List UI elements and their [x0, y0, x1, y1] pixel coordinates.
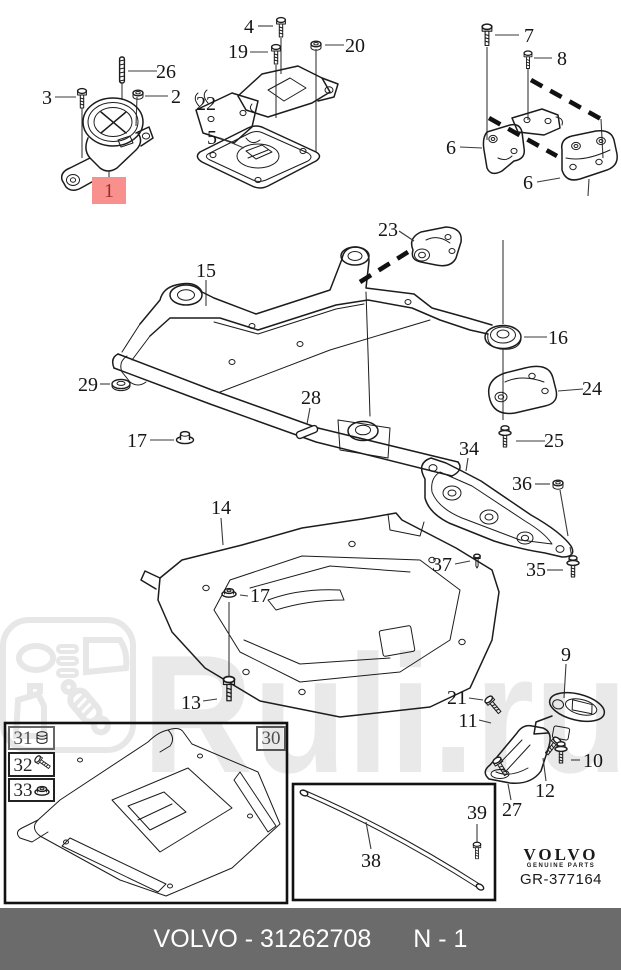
callout-26: 26	[156, 61, 176, 83]
brand-block: VOLVO GENUINE PARTS GR-377164	[505, 845, 617, 890]
volvo-logo: VOLVO	[523, 845, 599, 864]
callout-2: 2	[171, 86, 181, 108]
callout-21: 21	[447, 687, 467, 709]
legend-item-31-label: 31	[14, 728, 33, 749]
callout-37: 37	[432, 554, 452, 576]
callout-6a: 6	[446, 137, 456, 159]
legend-item-33-label: 33	[14, 780, 33, 801]
footer-part-number: VOLVO - 31262708	[153, 924, 372, 953]
legend-panel-label: 30	[262, 728, 281, 749]
callout-35: 35	[526, 559, 546, 581]
watermark: Ruli.ru	[0, 617, 621, 808]
callout-3: 3	[42, 87, 52, 109]
callout-13: 13	[181, 692, 201, 714]
genuine-parts-tagline: GENUINE PARTS	[526, 863, 596, 869]
callout-7: 7	[524, 25, 534, 47]
legend-panel: 30 31 32 33	[3, 721, 289, 905]
callout-28: 28	[301, 387, 321, 409]
screw-icon	[33, 754, 53, 771]
callout-39: 39	[467, 802, 487, 824]
watermark-text: Ruli.ru	[142, 620, 621, 808]
legend-cover-plate-drawing	[16, 728, 281, 897]
footer-bar: VOLVO - 31262708 N - 1	[0, 908, 621, 970]
diagram-canvas: Ruli.ru	[0, 16, 621, 905]
callout-29: 29	[78, 374, 98, 396]
callout-25: 25	[544, 430, 564, 452]
callout-labels: 1 2 3 4 5 6 6 7 8 9 10 11 12 13 14 15 16…	[42, 16, 603, 872]
callout-27: 27	[502, 799, 522, 821]
callout-8: 8	[557, 48, 567, 70]
callout-34: 34	[459, 438, 479, 460]
skid-plate-drawing	[420, 457, 580, 578]
callout-24: 24	[582, 378, 602, 400]
callout-1-highlighted[interactable]: 1	[104, 180, 114, 202]
footer-page-number: N - 1	[413, 924, 468, 953]
underbody-cover-drawing	[140, 512, 500, 718]
callout-19: 19	[228, 41, 248, 63]
flange-nut-icon	[34, 785, 50, 796]
callout-17a: 17	[127, 430, 147, 452]
callout-22: 22	[196, 93, 216, 115]
callout-10: 10	[583, 750, 603, 772]
mount-bracket-drawing	[481, 23, 618, 197]
legend-item-32-label: 32	[14, 755, 33, 776]
callout-9: 9	[561, 644, 571, 666]
callout-20: 20	[345, 35, 365, 57]
callout-17b: 17	[250, 585, 270, 607]
callout-4: 4	[244, 16, 254, 38]
subframe-drawing	[100, 226, 584, 477]
torque-rod-drawing	[468, 663, 606, 801]
stay-rod-panel	[291, 782, 497, 902]
callout-23: 23	[378, 219, 398, 241]
callout-5: 5	[207, 127, 217, 149]
highlight-box[interactable]	[92, 177, 126, 204]
gearbox-mount-drawing	[194, 16, 339, 189]
engine-mount-drawing	[60, 56, 154, 191]
callout-6b: 6	[523, 172, 533, 194]
callout-14: 14	[211, 497, 231, 519]
callout-38: 38	[361, 850, 381, 872]
callout-36: 36	[512, 473, 532, 495]
graphic-reference-code: GR-377164	[519, 871, 603, 888]
callout-12: 12	[535, 780, 555, 802]
callout-11: 11	[458, 710, 477, 732]
callout-15: 15	[196, 260, 216, 282]
callout-16: 16	[548, 327, 568, 349]
